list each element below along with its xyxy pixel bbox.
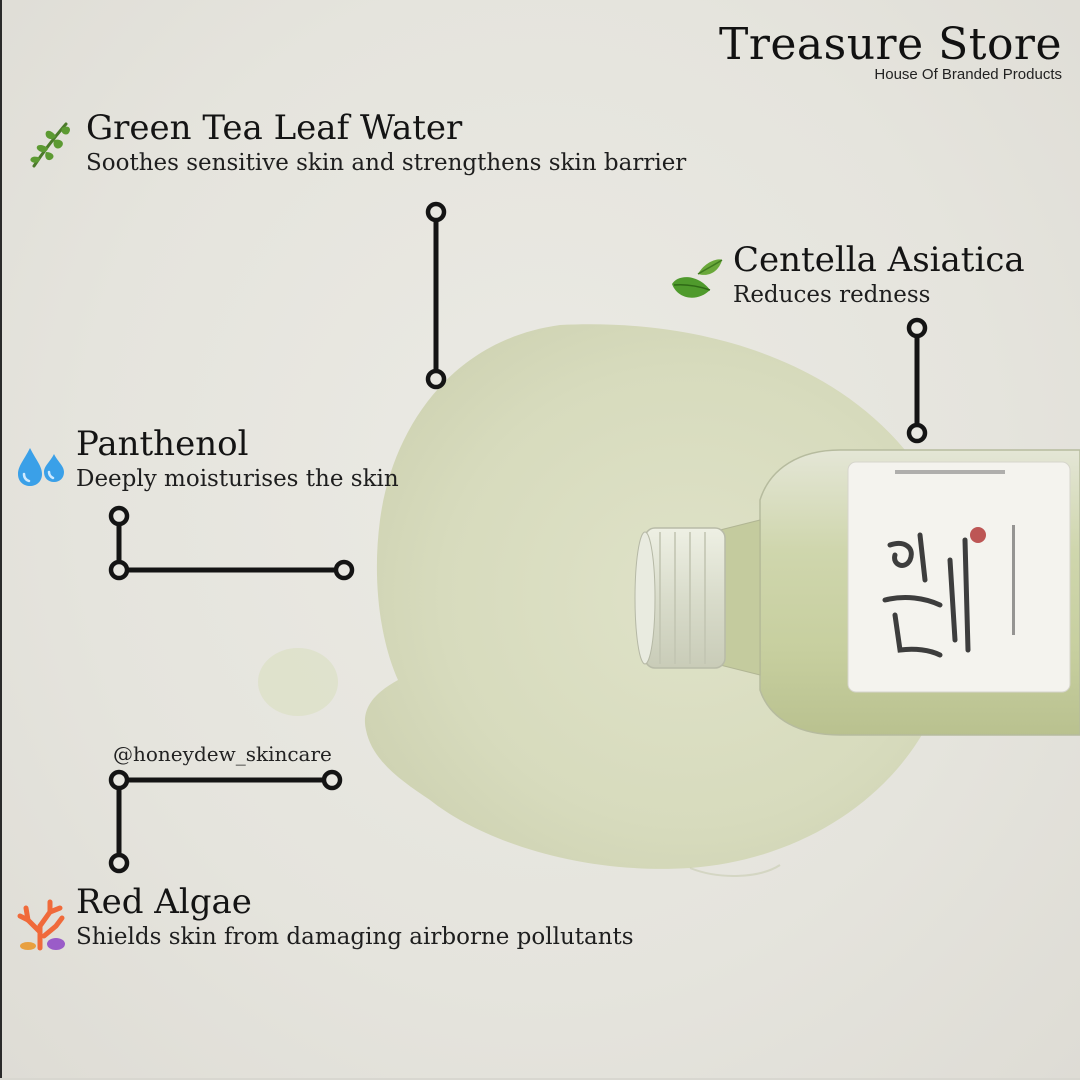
connector-dot bbox=[321, 769, 343, 791]
brand-tagline: House Of Branded Products bbox=[874, 66, 1062, 83]
ingredient-description: Reduces redness bbox=[733, 282, 931, 308]
ingredient-title: Centella Asiatica bbox=[733, 240, 1025, 280]
connector-dot bbox=[108, 505, 130, 527]
ingredient-title: Green Tea Leaf Water bbox=[86, 108, 463, 148]
connector-dot bbox=[108, 769, 130, 791]
credit-handle: @honeydew_skincare bbox=[113, 742, 332, 766]
brand-name: Treasure Store bbox=[718, 19, 1062, 70]
connector-panthenol bbox=[116, 521, 339, 573]
connector-dot bbox=[333, 559, 355, 581]
connector-dot bbox=[906, 317, 928, 339]
serum-bottle bbox=[634, 449, 1080, 736]
connector-dot bbox=[425, 201, 447, 223]
frame-edge bbox=[0, 1078, 1080, 1080]
connector-dot bbox=[108, 559, 130, 581]
connector-red-algae bbox=[116, 777, 327, 858]
droplets-icon bbox=[18, 448, 64, 486]
ingredient-title: Red Algae bbox=[76, 882, 252, 922]
ingredient-green-tea: Green Tea Leaf Water Soothes sensitive s… bbox=[86, 108, 686, 178]
connector-dot bbox=[425, 368, 447, 390]
ingredient-description: Deeply moisturises the skin bbox=[76, 466, 399, 492]
brand-block: Treasure Store House Of Branded Products bbox=[718, 19, 1062, 84]
coral-icon bbox=[17, 899, 65, 951]
ingredient-red-algae: Red Algae Shields skin from damaging air… bbox=[76, 882, 634, 952]
herb-icon bbox=[30, 122, 70, 168]
ingredient-centella: Centella Asiatica Reduces redness bbox=[733, 240, 1025, 310]
ingredient-panthenol: Panthenol Deeply moisturises the skin bbox=[76, 424, 399, 494]
connector-dot bbox=[906, 422, 928, 444]
ingredient-description: Soothes sensitive skin and strengthens s… bbox=[86, 150, 687, 176]
ingredient-title: Panthenol bbox=[76, 424, 249, 464]
ingredient-description: Shields skin from damaging airborne poll… bbox=[76, 924, 634, 950]
connector-dot bbox=[108, 852, 130, 874]
leaves-icon bbox=[672, 259, 723, 298]
frame-edge bbox=[0, 0, 2, 1080]
